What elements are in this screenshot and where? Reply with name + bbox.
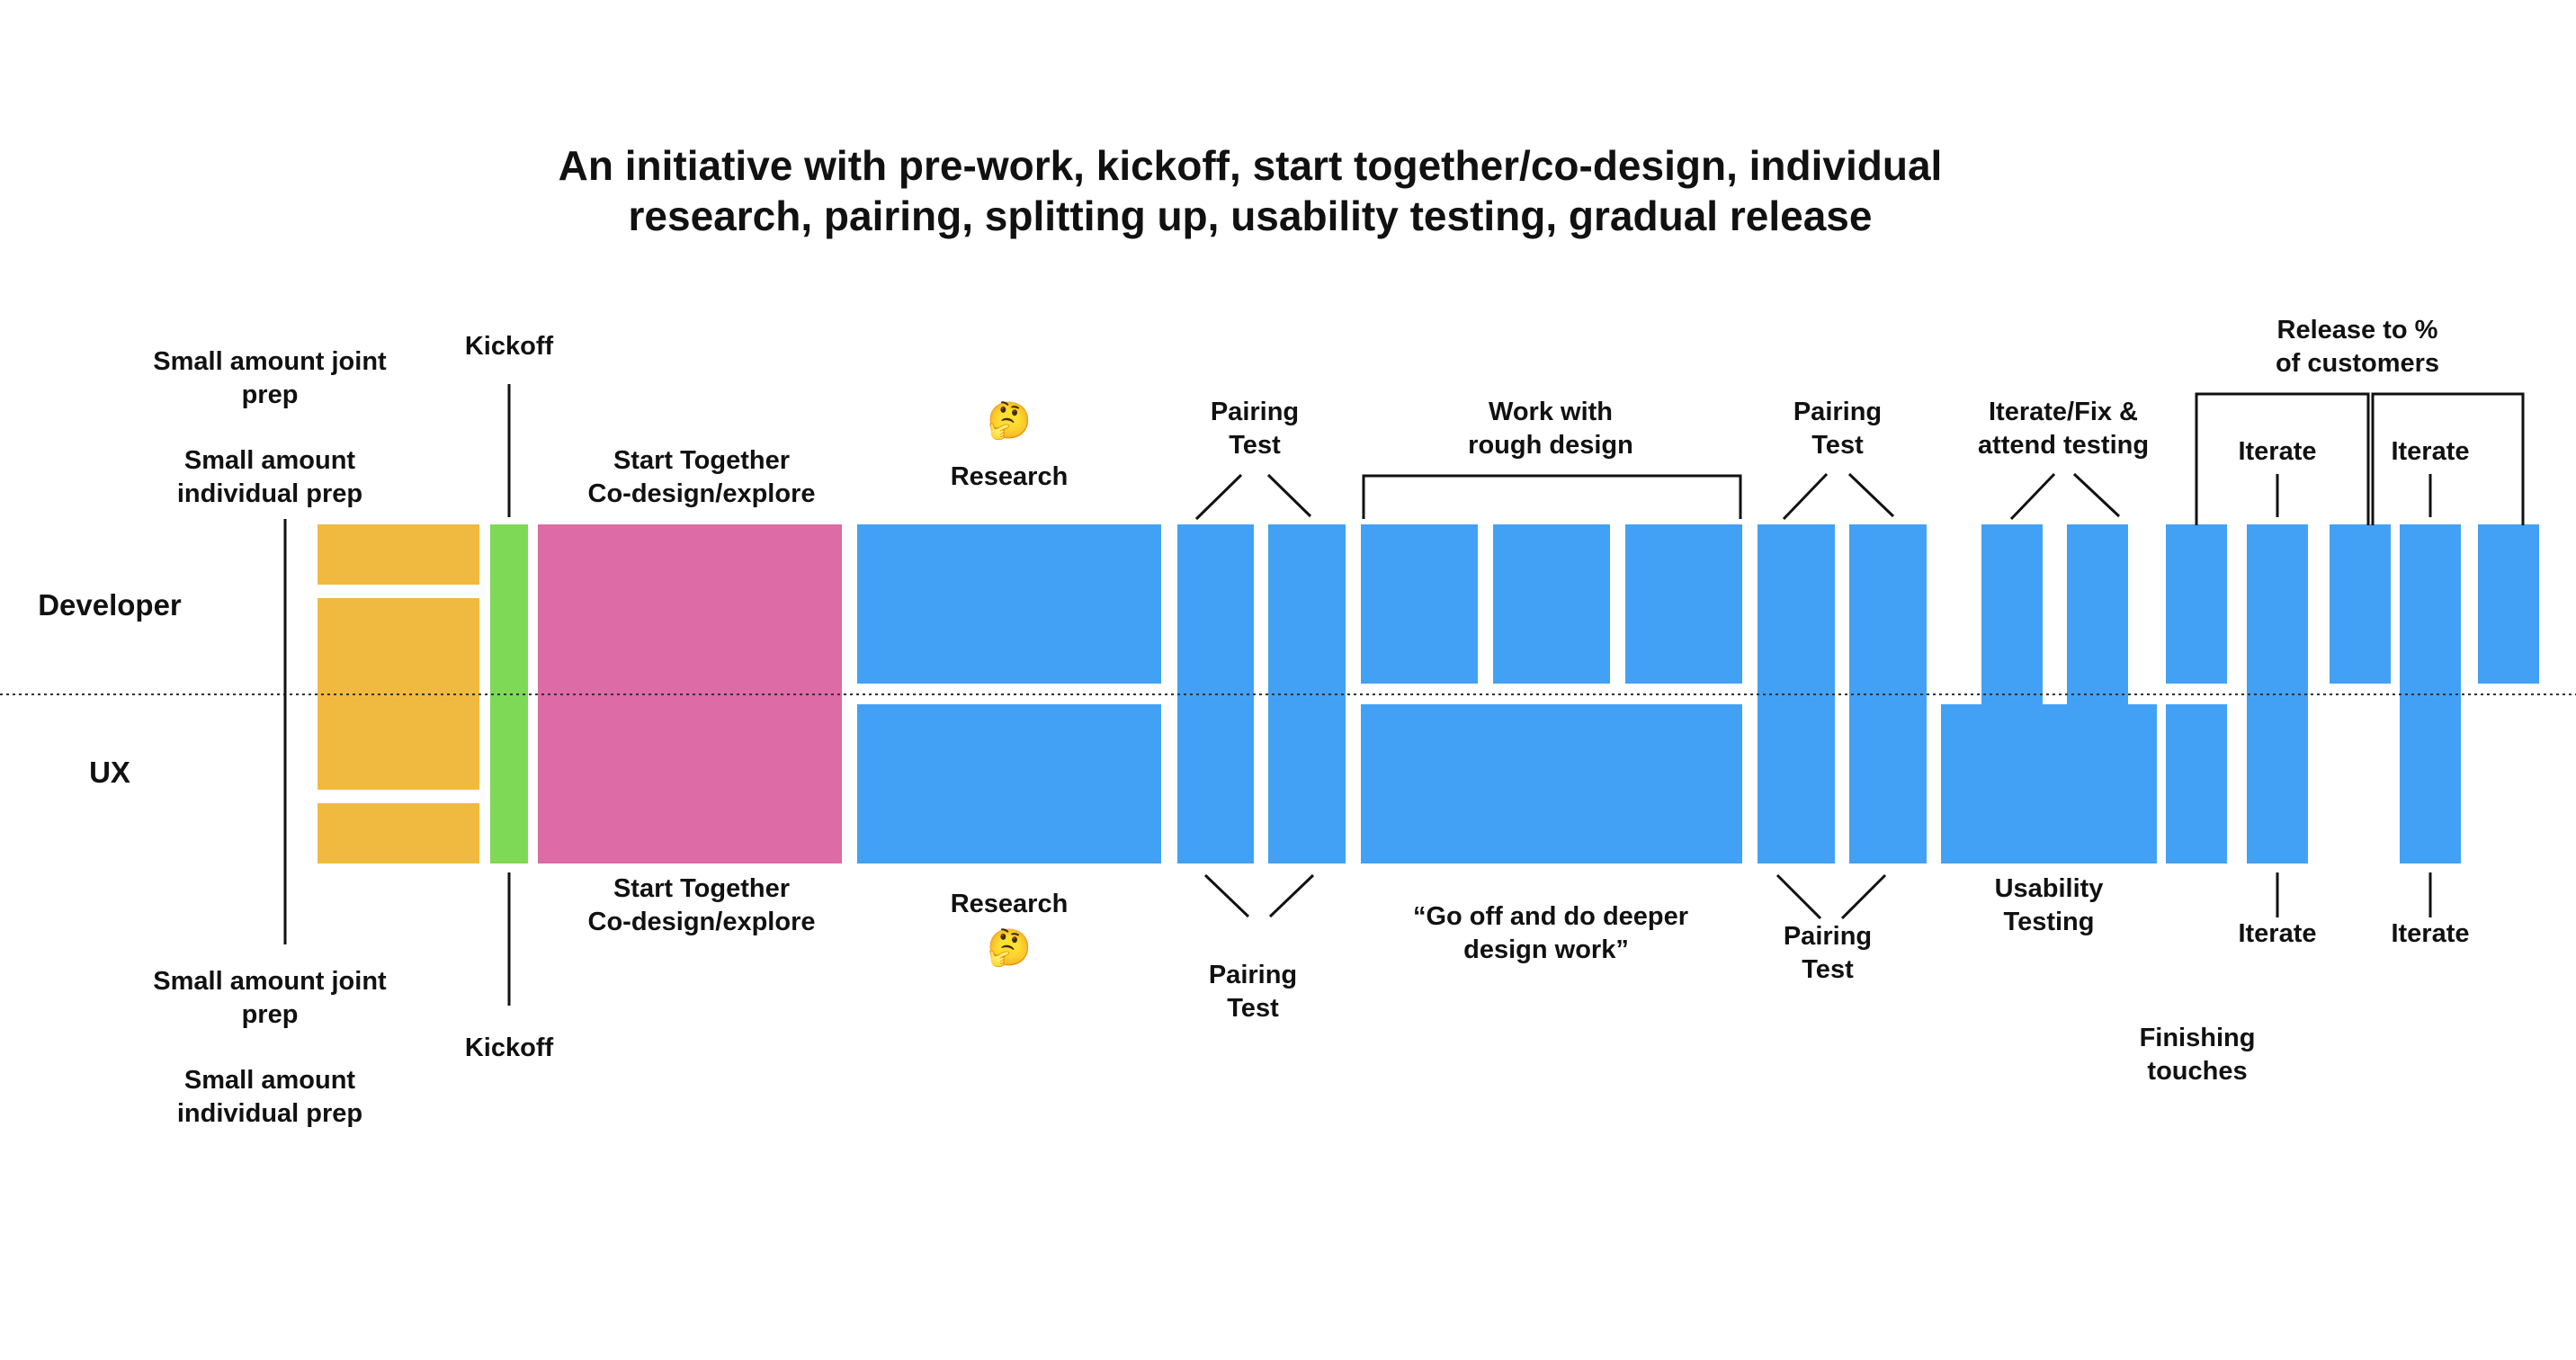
label-joint-prep-bottom-2: prep bbox=[242, 1000, 299, 1029]
diagram-title-line-2: research, pairing, splitting up, usabili… bbox=[629, 192, 1873, 239]
thinking-emoji-bottom: 🤔 bbox=[987, 928, 1032, 968]
label-kickoff-bottom: Kickoff bbox=[465, 1033, 554, 1062]
label-iterate-bottom-1: Iterate bbox=[2238, 919, 2316, 948]
label-work-rough-1: Work with bbox=[1489, 398, 1613, 426]
label-iterate-top-1: Iterate bbox=[2238, 437, 2316, 466]
label-iterate-fix-1: Iterate/Fix & bbox=[1989, 398, 2138, 426]
label-usability-2: Testing bbox=[2004, 908, 2095, 936]
label-finishing-1: Finishing bbox=[2140, 1024, 2256, 1052]
label-joint-prep-top-1: Small amount joint bbox=[153, 347, 387, 376]
label-iterate-bottom-2: Iterate bbox=[2391, 919, 2469, 948]
developer-row-label: Developer bbox=[38, 588, 182, 622]
label-individual-prep-top-2: individual prep bbox=[177, 479, 362, 508]
label-pairing-test-1-bottom-2: Test bbox=[1227, 994, 1279, 1023]
label-start-together-top-2: Co-design/explore bbox=[588, 479, 816, 508]
research-block-developer bbox=[857, 524, 1161, 684]
label-work-rough-2: rough design bbox=[1468, 431, 1633, 460]
label-individual-prep-bottom-1: Small amount bbox=[184, 1066, 355, 1095]
rough-design-block-2 bbox=[1493, 524, 1610, 684]
iterate-fix-block-b bbox=[2067, 524, 2128, 722]
iterate-fix-block-a bbox=[1981, 524, 2043, 722]
label-pairing-test-1-top-2: Test bbox=[1229, 431, 1281, 460]
ux-row-label: UX bbox=[89, 756, 130, 789]
label-start-together-top-1: Start Together bbox=[613, 446, 790, 475]
usability-testing-block bbox=[1941, 704, 2157, 863]
label-pairing-test-2-bottom-2: Test bbox=[1802, 955, 1854, 984]
label-pairing-test-1-bottom-1: Pairing bbox=[1209, 961, 1297, 989]
label-deeper-design-1: “Go off and do deeper bbox=[1413, 902, 1688, 931]
label-start-together-bottom-2: Co-design/explore bbox=[588, 908, 816, 936]
connector-lines bbox=[283, 384, 2525, 1006]
release-block-1-developer bbox=[2166, 524, 2227, 684]
deeper-design-block bbox=[1361, 704, 1742, 863]
label-iterate-top-2: Iterate bbox=[2391, 437, 2469, 466]
pairing-test-2-block-b bbox=[1849, 524, 1927, 863]
iterate-block-1 bbox=[2247, 524, 2308, 863]
joint-prep-block-bottom bbox=[318, 803, 479, 863]
label-individual-prep-bottom-2: individual prep bbox=[177, 1099, 362, 1128]
label-iterate-fix-2: attend testing bbox=[1978, 431, 2149, 460]
rough-design-block-1 bbox=[1361, 524, 1478, 684]
label-individual-prep-top-1: Small amount bbox=[184, 446, 355, 475]
label-kickoff-top: Kickoff bbox=[465, 332, 554, 361]
research-block-ux bbox=[857, 704, 1161, 863]
label-deeper-design-2: design work” bbox=[1463, 935, 1629, 964]
label-research-bottom: Research bbox=[951, 890, 1069, 918]
kickoff-block bbox=[490, 524, 528, 863]
start-together-block bbox=[538, 524, 842, 863]
pairing-test-1-block-b bbox=[1268, 524, 1346, 863]
thinking-emoji-top: 🤔 bbox=[987, 401, 1032, 441]
joint-prep-block-top bbox=[318, 524, 479, 585]
label-pairing-test-1-top-1: Pairing bbox=[1211, 398, 1299, 426]
release-block-3 bbox=[2478, 524, 2539, 684]
label-joint-prep-top-2: prep bbox=[242, 380, 299, 409]
rough-design-block-3 bbox=[1625, 524, 1742, 684]
label-usability-1: Usability bbox=[1995, 874, 2104, 903]
label-pairing-test-2-bottom-1: Pairing bbox=[1784, 922, 1872, 951]
release-block-1-ux bbox=[2166, 704, 2227, 863]
label-release-1: Release to % bbox=[2277, 316, 2438, 344]
label-finishing-2: touches bbox=[2147, 1057, 2247, 1086]
release-block-2 bbox=[2330, 524, 2391, 684]
diagram-title-line-1: An initiative with pre-work, kickoff, st… bbox=[559, 142, 1943, 189]
label-release-2: of customers bbox=[2276, 349, 2439, 378]
label-start-together-bottom-1: Start Together bbox=[613, 874, 790, 903]
label-pairing-test-2-top-2: Test bbox=[1811, 431, 1864, 460]
label-research-top: Research bbox=[951, 462, 1069, 491]
label-joint-prep-bottom-1: Small amount joint bbox=[153, 967, 387, 996]
label-pairing-test-2-top-1: Pairing bbox=[1793, 398, 1882, 426]
